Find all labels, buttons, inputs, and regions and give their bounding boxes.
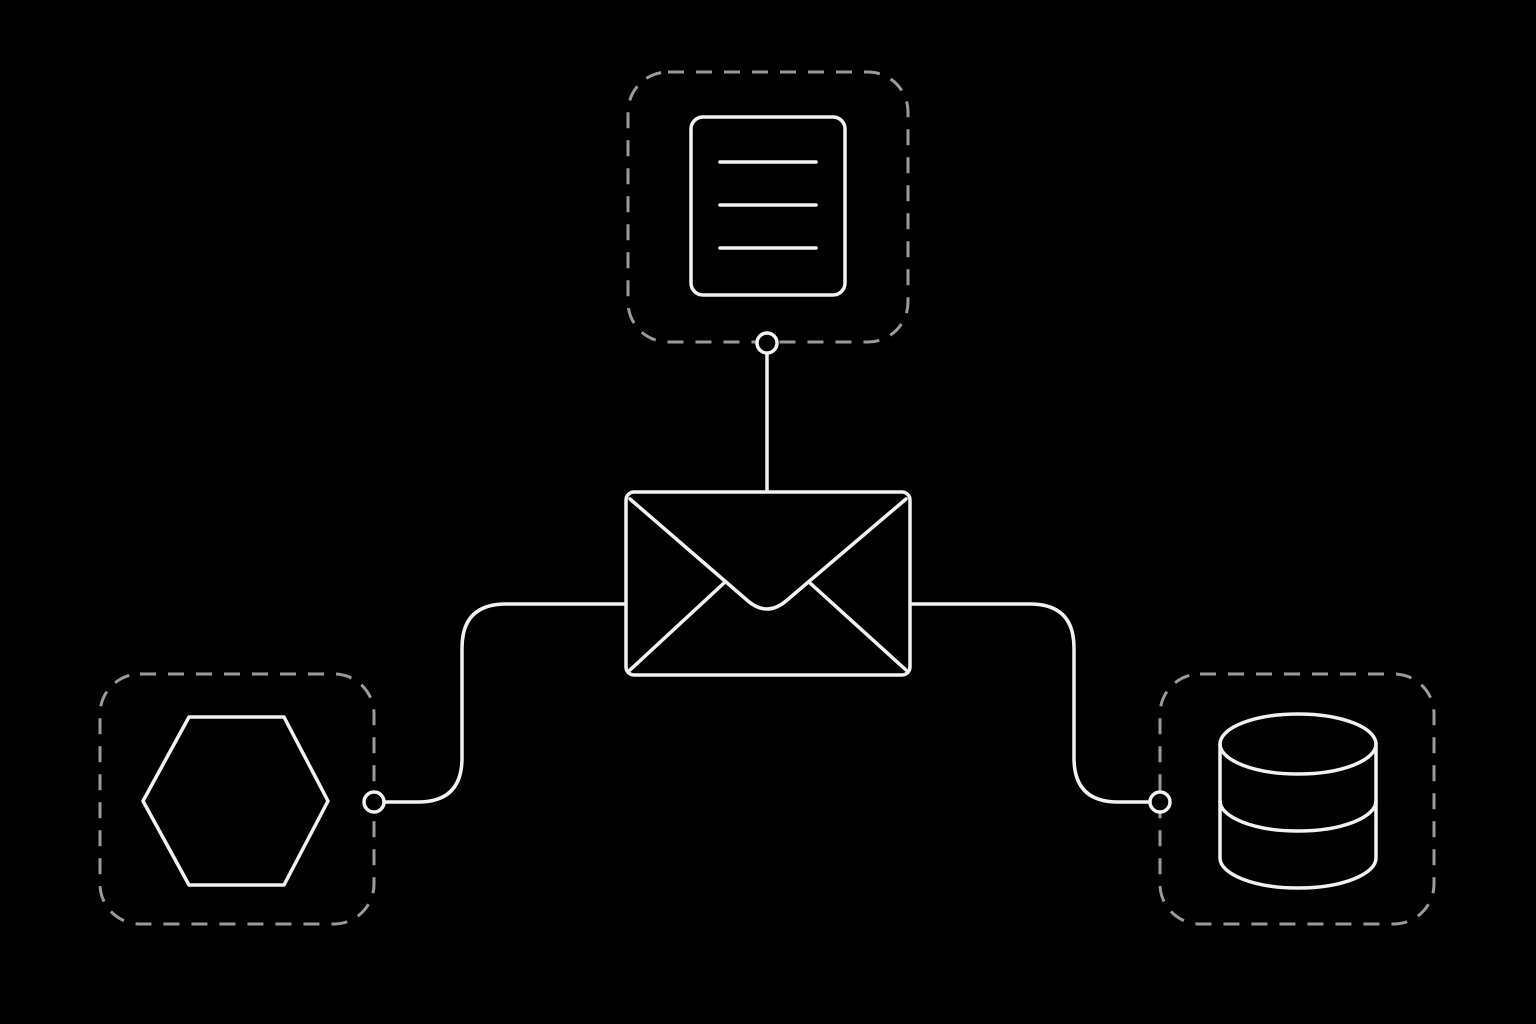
port-top[interactable]: [755, 331, 779, 355]
document-icon: [689, 115, 847, 297]
center-node[interactable]: [624, 490, 912, 677]
port-right[interactable]: [1148, 790, 1172, 814]
node-top[interactable]: [626, 70, 910, 355]
connector-right: [908, 602, 1150, 804]
connector-left: [383, 602, 628, 804]
port-left[interactable]: [362, 790, 386, 814]
connectors: [383, 352, 1150, 804]
node-left[interactable]: [98, 672, 386, 926]
node-top-frame: [626, 70, 910, 344]
node-right-frame: [1158, 672, 1436, 926]
hexagon-icon: [141, 715, 330, 887]
node-right[interactable]: [1148, 672, 1436, 926]
envelope-icon: [624, 490, 912, 677]
database-icon: [1218, 712, 1378, 890]
